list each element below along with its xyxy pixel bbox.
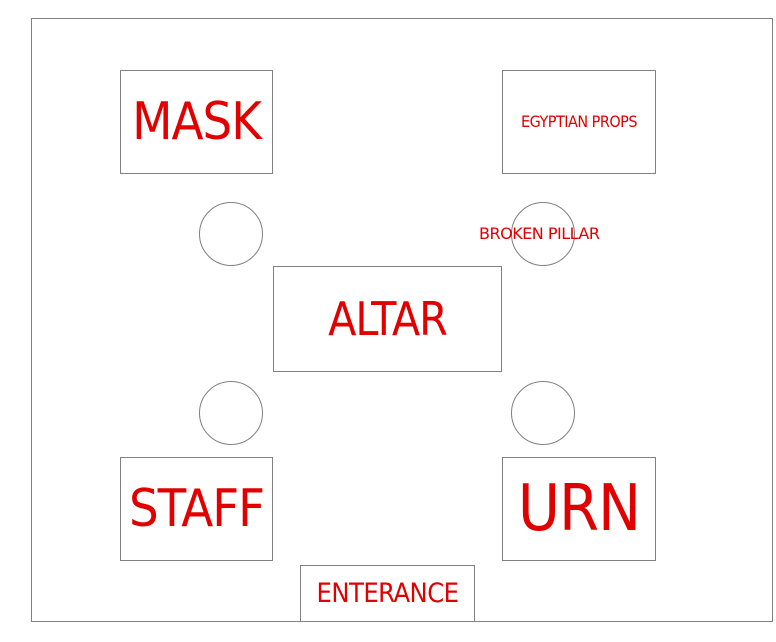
broken-pillar-circle — [511, 202, 575, 266]
urn-area: URN — [502, 457, 656, 561]
altar-area: ALTAR — [273, 266, 502, 372]
entrance-area: ENTERANCE — [300, 565, 475, 622]
staff-area: STAFF — [120, 457, 273, 561]
entrance-label: ENTERANCE — [316, 578, 459, 609]
broken-pillar-label: BROKEN PILLAR — [479, 224, 600, 243]
mask-area: MASK — [120, 70, 273, 174]
urn-label: URN — [517, 472, 641, 546]
altar-label: ALTAR — [328, 292, 448, 346]
pillar-circle-bottom-right — [511, 381, 575, 445]
pillar-circle-top-left — [199, 202, 263, 266]
pillar-circle-bottom-left — [199, 381, 263, 445]
egyptian-props-area: EGYPTIAN PROPS — [502, 70, 656, 174]
egyptian-props-label: EGYPTIAN PROPS — [521, 112, 637, 131]
mask-label: MASK — [132, 92, 262, 152]
staff-label: STAFF — [128, 479, 265, 539]
